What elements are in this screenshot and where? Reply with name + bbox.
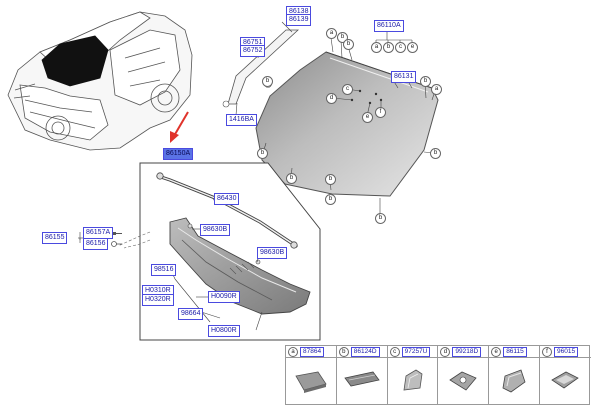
- legend-letter: b: [338, 347, 349, 357]
- label-86155[interactable]: 86155: [42, 232, 68, 244]
- callout-b: b: [375, 213, 386, 224]
- legend-cell-c[interactable]: c 97257U: [387, 346, 439, 404]
- sensor-icon: [551, 371, 579, 389]
- callout-b: b: [325, 194, 336, 205]
- label-98630B-a[interactable]: 98630B: [200, 224, 231, 236]
- pad-icon: [295, 371, 327, 393]
- label-H0800R[interactable]: H0800R: [208, 325, 240, 337]
- label-86752[interactable]: 86752: [240, 45, 266, 57]
- legend-part-number[interactable]: 87864: [300, 347, 325, 357]
- legend-cell-e[interactable]: e 86115: [489, 346, 540, 404]
- label-1416BA[interactable]: 1416BA: [226, 114, 257, 126]
- windshield-glass: [255, 51, 439, 197]
- label-86430[interactable]: 86430: [214, 193, 240, 205]
- callout-b: b: [325, 174, 336, 185]
- callout-b: b: [286, 173, 297, 184]
- label-86139[interactable]: 86139: [286, 14, 312, 26]
- callout-c: c: [395, 42, 406, 53]
- red-arrow-icon: [170, 111, 189, 143]
- cowl-detail-frame: [139, 162, 321, 341]
- legend-part-number[interactable]: 97257U: [401, 347, 431, 357]
- legend-cell-f[interactable]: f 96015: [540, 346, 591, 404]
- bracket-icon: [449, 371, 478, 391]
- legend-cell-d[interactable]: d 99218D: [438, 346, 490, 404]
- label-98664[interactable]: 98664: [178, 308, 204, 320]
- label-98630B-b[interactable]: 98630B: [257, 247, 288, 259]
- legend-letter: d: [440, 347, 451, 357]
- strip-icon: [344, 371, 380, 387]
- label-86110A[interactable]: 86110A: [374, 20, 404, 32]
- legend-part-number[interactable]: 99218D: [452, 347, 482, 357]
- callout-a: a: [431, 84, 442, 95]
- callout-b: b: [383, 42, 394, 53]
- hardware-legend: a 87864 b 86124D c 97257U: [285, 345, 591, 405]
- legend-part-number[interactable]: 86115: [503, 347, 527, 357]
- callout-b: b: [262, 76, 273, 87]
- legend-part-number[interactable]: 86124D: [350, 347, 380, 357]
- legend-cell-b[interactable]: b 86124D: [336, 346, 388, 404]
- label-86150A[interactable]: 86150A: [163, 148, 194, 160]
- legend-letter: a: [288, 347, 298, 357]
- callout-a: a: [371, 42, 382, 53]
- callout-a: a: [326, 28, 337, 39]
- legend-letter: e: [491, 347, 502, 357]
- car-illustration: [7, 11, 193, 151]
- label-98516[interactable]: 98516: [151, 264, 177, 276]
- callout-f: f: [375, 107, 386, 118]
- label-86156[interactable]: 86156: [83, 238, 109, 250]
- legend-letter: c: [389, 347, 400, 357]
- legend-letter: f: [542, 347, 552, 357]
- callout-b: b: [257, 148, 268, 159]
- callout-b: b: [420, 76, 431, 87]
- callout-d: d: [326, 93, 337, 104]
- legend-cell-a[interactable]: a 87864: [286, 346, 337, 404]
- block-icon: [502, 369, 526, 393]
- callout-e: e: [407, 42, 418, 53]
- legend-part-number[interactable]: 96015: [554, 347, 579, 357]
- clip-icon: [403, 369, 423, 391]
- label-H0320R[interactable]: H0320R: [142, 294, 174, 306]
- label-H0090R[interactable]: H0090R: [208, 291, 240, 303]
- callout-e: e: [362, 112, 373, 123]
- label-86131[interactable]: 86131: [391, 71, 417, 83]
- moulding-strip: [227, 29, 300, 105]
- callout-b: b: [337, 32, 348, 43]
- callout-c: c: [342, 84, 353, 95]
- callout-b: b: [430, 148, 441, 159]
- callout-b: b: [343, 39, 354, 50]
